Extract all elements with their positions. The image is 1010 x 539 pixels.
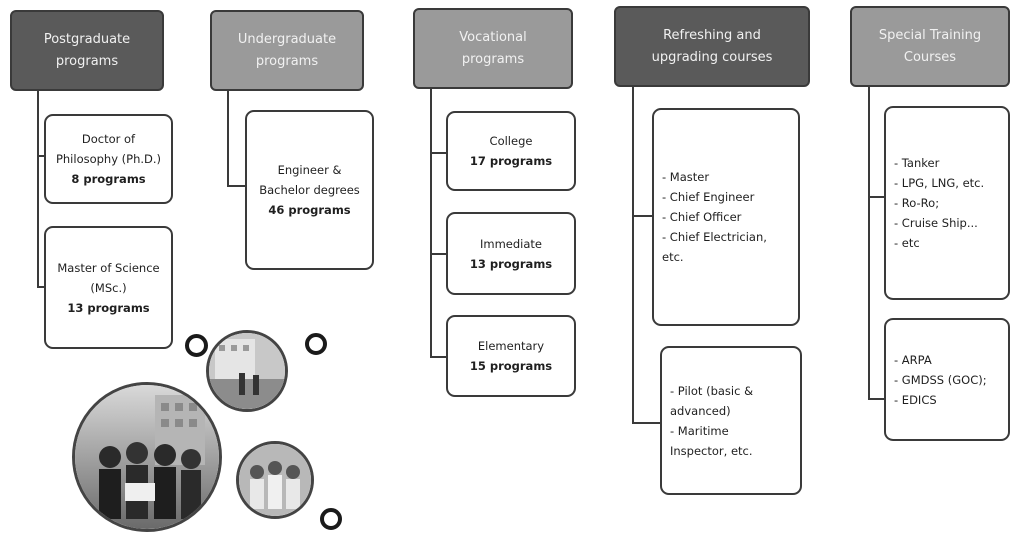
bachelor-count: 46 programs (268, 203, 351, 217)
undergraduate-branch (227, 185, 247, 187)
undergraduate-header: Undergraduate programs (210, 10, 364, 91)
college-title: College (489, 134, 533, 148)
list-item: - Pilot (basic & advanced) (670, 383, 754, 418)
arpa-list-box: - ARPA - GMDSS (GOC); - EDICS (884, 318, 1010, 441)
immediate-title: Immediate (480, 236, 542, 251)
elementary-count: 15 programs (469, 359, 553, 373)
special-training-branch-1 (868, 196, 886, 198)
decorative-ring-2 (305, 333, 327, 355)
college-box: College 17 programs (446, 111, 576, 191)
students-photo (72, 382, 222, 532)
special-training-connector (868, 87, 870, 400)
students-photo-image (75, 385, 219, 529)
refreshing-branch-1 (632, 215, 654, 217)
vocational-branch-1 (430, 152, 448, 154)
msc-title: Master of Science (MSc.) (57, 260, 160, 295)
list-item: - Chief Electrician, etc. (662, 230, 767, 264)
list-item: - Chief Officer (662, 210, 742, 224)
vocational-branch-2 (430, 253, 448, 255)
list-item: - Master (662, 170, 710, 184)
cadets-photo (236, 441, 314, 519)
bachelor-box: Engineer & Bachelor degrees 46 programs (245, 110, 374, 270)
academy-photo-image (209, 333, 285, 409)
officers-list: - Master - Chief Engineer - Chief Office… (662, 167, 767, 267)
special-training-branch-2 (868, 398, 886, 400)
pilot-list: - Pilot (basic & advanced) - Maritime In… (670, 381, 753, 461)
postgraduate-header: Postgraduate programs (10, 10, 164, 91)
officers-list-box: - Master - Chief Engineer - Chief Office… (652, 108, 800, 326)
academy-photo (206, 330, 288, 412)
postgraduate-branch-1 (37, 155, 46, 157)
vocational-header: Vocational programs (413, 8, 573, 89)
cadets-photo-image (239, 444, 311, 516)
postgraduate-branch-2 (37, 286, 46, 288)
special-training-header: Special Training Courses (850, 6, 1010, 87)
vocational-connector (430, 89, 432, 357)
list-item: - GMDSS (GOC); (894, 372, 987, 387)
list-item: - EDICS (894, 392, 937, 407)
bachelor-title: Engineer & Bachelor degrees (259, 163, 360, 197)
phd-box: Doctor of Philosophy (Ph.D.) 8 programs (44, 114, 173, 204)
vocational-branch-3 (430, 356, 448, 358)
refreshing-branch-2 (632, 422, 662, 424)
list-item: - Cruise Ship... (894, 216, 978, 230)
elementary-box: Elementary 15 programs (446, 315, 576, 397)
undergraduate-connector (227, 91, 229, 187)
list-item: - Tanker (894, 156, 940, 170)
msc-count: 13 programs (67, 300, 150, 315)
tanker-list-box: - Tanker - LPG, LNG, etc. - Ro-Ro; - Cru… (884, 106, 1010, 300)
list-item: - etc (894, 236, 920, 250)
list-item: - Ro-Ro; (894, 196, 940, 210)
list-item: - Maritime Inspector, etc. (670, 423, 753, 458)
immediate-box: Immediate 13 programs (446, 212, 576, 295)
elementary-title: Elementary (477, 339, 545, 353)
decorative-ring-3 (320, 508, 342, 530)
pilot-list-box: - Pilot (basic & advanced) - Maritime In… (660, 346, 802, 495)
list-item: - LPG, LNG, etc. (894, 176, 985, 190)
list-item: - ARPA (894, 352, 932, 367)
college-count: 17 programs (469, 154, 553, 168)
phd-title: Doctor of Philosophy (Ph.D.) (55, 132, 162, 166)
tanker-list: - Tanker - LPG, LNG, etc. - Ro-Ro; - Cru… (894, 153, 984, 253)
postgraduate-connector (37, 91, 39, 287)
refreshing-connector (632, 87, 634, 424)
phd-count: 8 programs (71, 172, 146, 186)
list-item: - Chief Engineer (662, 190, 755, 204)
decorative-ring-1 (185, 334, 208, 357)
refreshing-header: Refreshing and upgrading courses (614, 6, 810, 87)
arpa-list: - ARPA - GMDSS (GOC); - EDICS (894, 350, 987, 410)
msc-box: Master of Science (MSc.) 13 programs (44, 226, 173, 349)
immediate-count: 13 programs (469, 256, 553, 271)
